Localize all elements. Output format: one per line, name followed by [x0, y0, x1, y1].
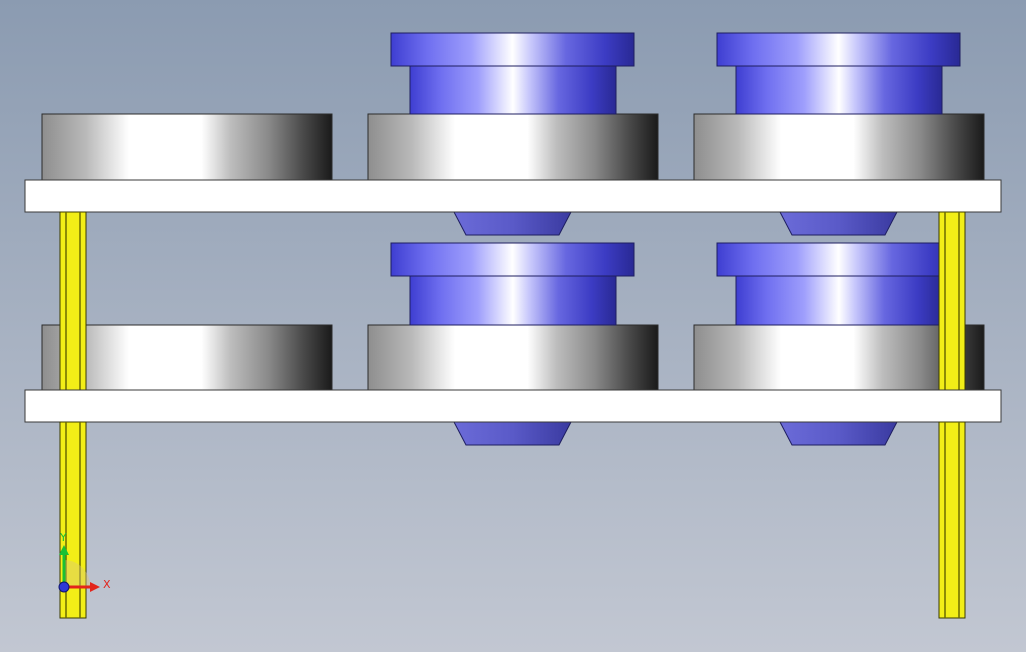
plate-bottom[interactable]: [24, 389, 1002, 423]
z-axis-dot: [58, 581, 70, 593]
triad-plane-indicator: [64, 560, 90, 586]
flange-bottom-middle[interactable]: [390, 242, 635, 326]
disc-top-right[interactable]: [693, 113, 985, 181]
post-right-mid-front[interactable]: [938, 211, 966, 391]
disc-top-left[interactable]: [41, 113, 333, 181]
disc-bottom-middle[interactable]: [367, 324, 659, 391]
x-axis-arrow-head: [90, 582, 100, 592]
flange-top-right[interactable]: [716, 32, 961, 115]
x-axis-label: X: [103, 578, 111, 591]
disc-bottom-right[interactable]: [693, 324, 985, 391]
flange-top-middle[interactable]: [390, 32, 635, 115]
plate-top[interactable]: [24, 179, 1002, 213]
y-axis-label: Y: [59, 531, 67, 544]
coordinate-triad: X Y: [58, 531, 111, 593]
disc-top-middle[interactable]: [367, 113, 659, 181]
post-left-mid-front[interactable]: [59, 211, 87, 391]
cone-top-middle[interactable]: [453, 211, 572, 236]
flange-bottom-right[interactable]: [716, 242, 961, 326]
disc-bottom-left[interactable]: [41, 324, 333, 391]
cone-top-right[interactable]: [779, 211, 898, 236]
cone-bottom-middle[interactable]: [453, 421, 572, 446]
y-axis-arrow-head: [59, 545, 69, 555]
post-right-lower[interactable]: [938, 421, 966, 619]
cone-bottom-right[interactable]: [779, 421, 898, 446]
